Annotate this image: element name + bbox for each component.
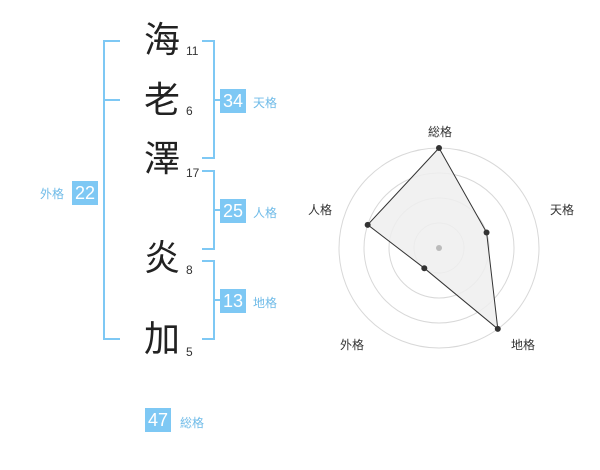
soukaku-label: 総格 xyxy=(180,416,205,430)
radar-point-1 xyxy=(436,145,442,151)
name-char-2: 老 xyxy=(143,80,180,121)
radar-axis-label-jinkaku: 人格 xyxy=(308,203,333,217)
radar-axis-label-gaikaku: 外格 xyxy=(340,338,365,352)
stroke-count-4: 8 xyxy=(186,263,193,277)
jinkaku-value: 25 xyxy=(220,199,247,223)
name-char-5: 加 xyxy=(143,319,180,360)
tenkaku-value: 34 xyxy=(220,89,247,113)
soukaku-value: 47 xyxy=(145,408,172,432)
radar-center-point xyxy=(436,245,442,251)
gaikaku-bracket xyxy=(103,40,120,340)
stroke-count-5: 5 xyxy=(186,345,193,359)
radar-point-5 xyxy=(364,221,371,228)
name-char-3: 澤 xyxy=(143,139,180,180)
chikaku-label: 地格 xyxy=(253,296,278,310)
stroke-count-3: 17 xyxy=(186,166,200,180)
radar-point-3 xyxy=(494,325,501,332)
chikaku-value: 13 xyxy=(220,289,247,313)
stroke-count-1: 11 xyxy=(186,44,199,58)
gaikaku-value: 22 xyxy=(72,181,99,205)
radar-axis-label-tenkaku: 天格 xyxy=(550,203,575,217)
radar-series-polygon xyxy=(366,147,499,331)
radar-point-4 xyxy=(421,265,428,272)
tenkaku-label: 天格 xyxy=(253,96,278,110)
radar-point-2 xyxy=(483,229,490,236)
name-char-4: 炎 xyxy=(143,238,180,279)
stroke-count-2: 6 xyxy=(186,104,193,118)
name-char-1: 海 xyxy=(143,20,180,61)
gaikaku-label: 外格 xyxy=(40,187,65,201)
jinkaku-label: 人格 xyxy=(253,206,278,220)
radar-axis-label-chikaku: 地格 xyxy=(511,338,536,352)
radar-axis-label-soukaku: 総格 xyxy=(428,125,453,139)
